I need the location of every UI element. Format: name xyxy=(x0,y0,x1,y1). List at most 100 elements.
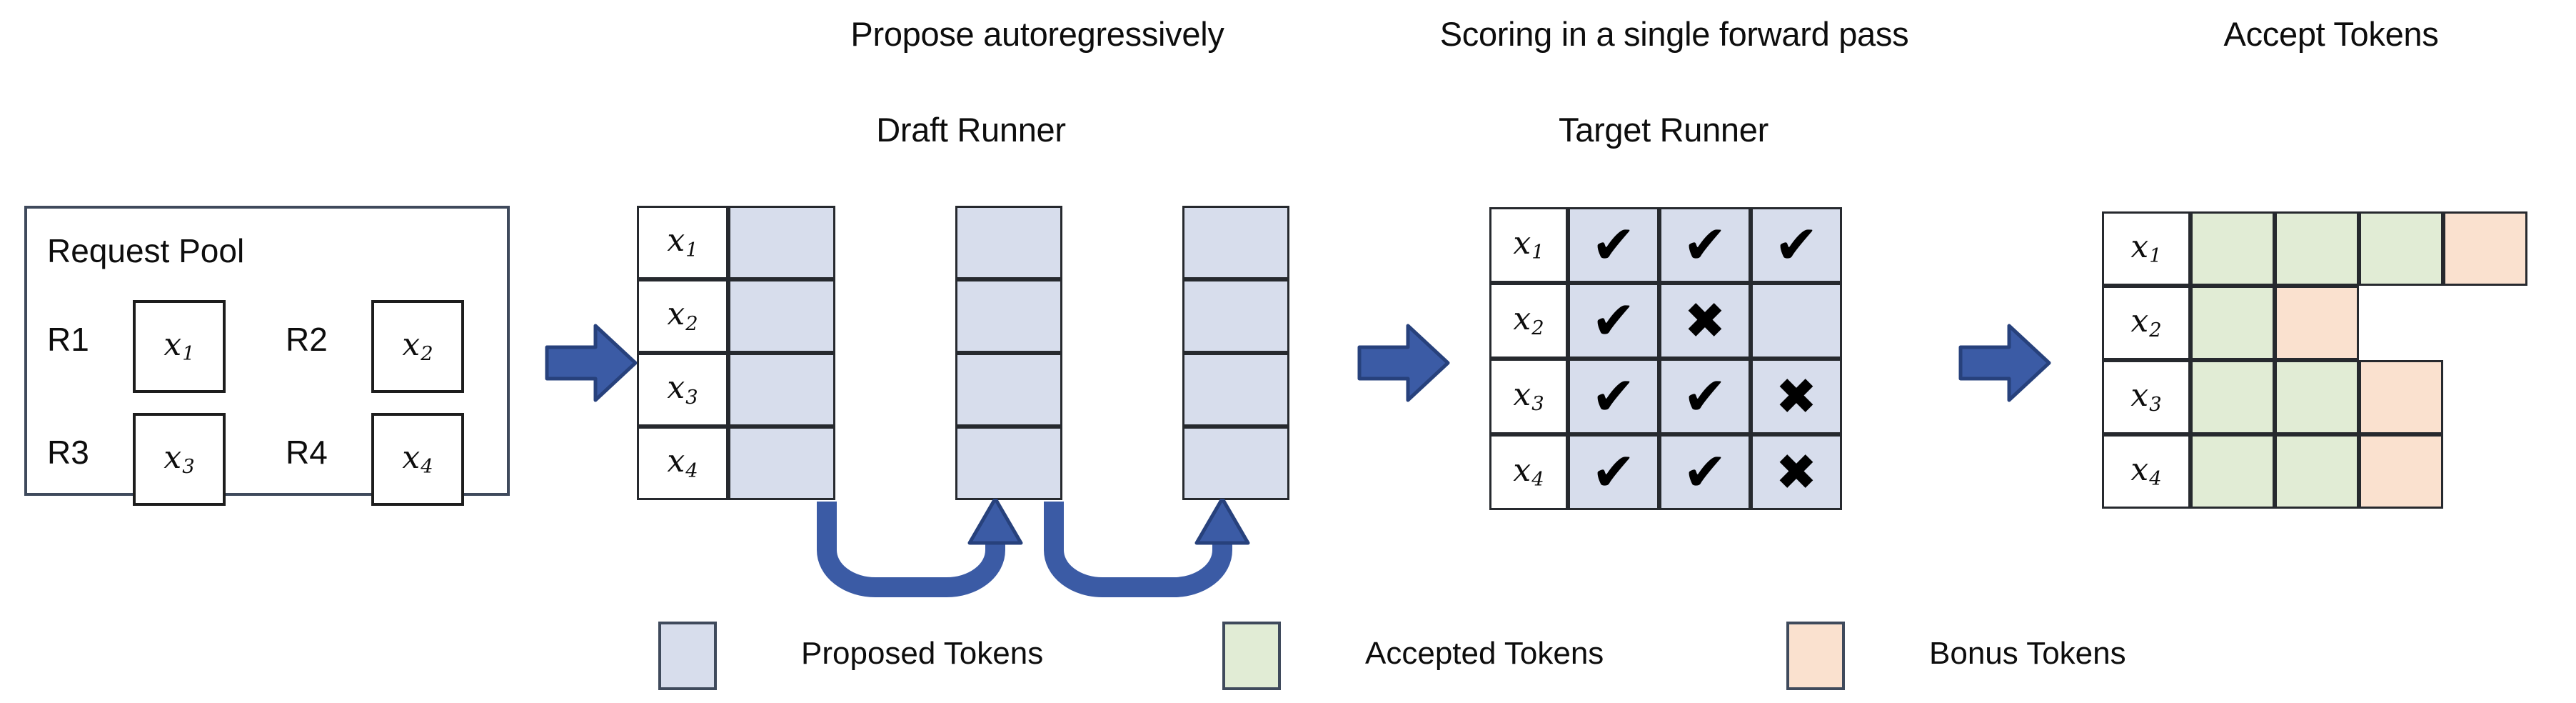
subheading-draft-runner: Draft Runner xyxy=(876,111,1066,149)
token-label: x4 xyxy=(667,443,698,482)
request-token-box-r1: x1 xyxy=(133,300,226,393)
accept-row-label-x1: x1 xyxy=(2102,211,2190,286)
target-score-r3-c2: ✔ xyxy=(1659,359,1751,434)
target-score-r4-c2: ✔ xyxy=(1659,434,1751,510)
request-token-box-r2: x2 xyxy=(371,300,464,393)
token-label: x4 xyxy=(2130,451,2162,491)
draft-cell-c2-r3 xyxy=(955,353,1062,427)
flow-arrow-pool-to-draft xyxy=(545,324,638,402)
request-token-box-r3: x3 xyxy=(133,413,226,506)
token-label: x2 xyxy=(1513,300,1544,340)
accept-row-label-x3: x3 xyxy=(2102,360,2190,434)
check-icon: ✔ xyxy=(1591,366,1636,427)
legend-swatch-proposed xyxy=(658,622,717,690)
check-icon: ✔ xyxy=(1682,442,1727,503)
cross-icon: ✖ xyxy=(1775,443,1818,502)
legend-swatch-accepted xyxy=(1222,622,1281,690)
flow-arrow-target-to-accept xyxy=(1958,324,2051,402)
accept-row-label-x2: x2 xyxy=(2102,286,2190,360)
accept-cell-r4-c3 xyxy=(2359,434,2443,509)
draft-cell-c2-r2 xyxy=(955,279,1062,353)
target-score-r2-c1: ✔ xyxy=(1568,283,1659,359)
draft-cell-c1-r1 xyxy=(728,206,835,279)
accept-cell-r3-c1 xyxy=(2190,360,2275,434)
token-label: x1 xyxy=(667,222,698,261)
legend-label-proposed: Proposed Tokens xyxy=(801,636,1044,671)
target-score-r2-c2: ✖ xyxy=(1659,283,1751,359)
legend-label-bonus: Bonus Tokens xyxy=(1929,636,2126,671)
accept-row-label-x4: x4 xyxy=(2102,434,2190,509)
target-score-r2-c3 xyxy=(1751,283,1842,359)
accept-cell-r2-c1 xyxy=(2190,286,2275,360)
target-score-r1-c3: ✔ xyxy=(1751,207,1842,283)
token-label: x2 xyxy=(667,296,698,335)
draft-cell-c3-r4 xyxy=(1182,427,1289,500)
accept-cell-r1-c1 xyxy=(2190,211,2275,286)
feedback-arrow-2 xyxy=(1044,499,1250,597)
target-score-r4-c1: ✔ xyxy=(1568,434,1659,510)
heading-scoring: Scoring in a single forward pass xyxy=(1439,15,1909,53)
heading-accept-tokens: Accept Tokens xyxy=(2223,15,2439,53)
feedback-arrow-1 xyxy=(817,499,1023,597)
draft-cell-c1-r2 xyxy=(728,279,835,353)
request-label-r3: R3 xyxy=(47,434,89,471)
accept-cell-r4-c1 xyxy=(2190,434,2275,509)
check-icon: ✔ xyxy=(1591,290,1636,352)
check-icon: ✔ xyxy=(1682,366,1727,427)
token-label: x3 xyxy=(1513,376,1544,416)
request-pool-title: Request Pool xyxy=(47,232,245,269)
target-row-label-x3: x3 xyxy=(1489,359,1568,434)
token-label: x2 xyxy=(2130,302,2162,342)
request-label-r2: R2 xyxy=(286,321,328,358)
target-score-r3-c3: ✖ xyxy=(1751,359,1842,434)
target-row-label-x1: x1 xyxy=(1489,207,1568,283)
heading-propose: Propose autoregressively xyxy=(850,15,1224,53)
target-score-r1-c2: ✔ xyxy=(1659,207,1751,283)
token-label: x4 xyxy=(402,439,433,479)
draft-cell-c3-r3 xyxy=(1182,353,1289,427)
draft-row-label-x1: x1 xyxy=(637,206,728,279)
token-label: x1 xyxy=(2130,228,2162,268)
draft-cell-c3-r1 xyxy=(1182,206,1289,279)
token-label: x3 xyxy=(2130,377,2162,417)
accept-cell-r1-c2 xyxy=(2275,211,2359,286)
accept-cell-r1-c4 xyxy=(2443,211,2527,286)
accept-cell-r3-c2 xyxy=(2275,360,2359,434)
draft-row-label-x2: x2 xyxy=(637,279,728,353)
request-label-r1: R1 xyxy=(47,321,89,358)
request-label-r4: R4 xyxy=(286,434,328,471)
cross-icon: ✖ xyxy=(1684,291,1726,350)
token-label: x2 xyxy=(402,326,433,366)
draft-row-label-x3: x3 xyxy=(637,353,728,427)
accept-cell-r4-c2 xyxy=(2275,434,2359,509)
target-score-r3-c1: ✔ xyxy=(1568,359,1659,434)
check-icon: ✔ xyxy=(1591,442,1636,503)
legend-label-accepted: Accepted Tokens xyxy=(1365,636,1604,671)
check-icon: ✔ xyxy=(1591,214,1636,276)
cross-icon: ✖ xyxy=(1775,367,1818,426)
draft-cell-c1-r3 xyxy=(728,353,835,427)
draft-cell-c1-r4 xyxy=(728,427,835,500)
token-label: x3 xyxy=(667,369,698,409)
draft-cell-c2-r1 xyxy=(955,206,1062,279)
subheading-target-runner: Target Runner xyxy=(1559,111,1769,149)
accept-cell-r2-c2 xyxy=(2275,286,2359,360)
target-row-label-x4: x4 xyxy=(1489,434,1568,510)
accept-cell-r3-c3 xyxy=(2359,360,2443,434)
request-token-box-r4: x4 xyxy=(371,413,464,506)
legend-swatch-bonus xyxy=(1786,622,1845,690)
token-label: x1 xyxy=(1513,224,1544,264)
token-label: x3 xyxy=(163,439,195,479)
check-icon: ✔ xyxy=(1682,214,1727,276)
draft-row-label-x4: x4 xyxy=(637,427,728,500)
token-label: x1 xyxy=(163,326,195,366)
target-score-r1-c1: ✔ xyxy=(1568,207,1659,283)
token-label: x4 xyxy=(1513,452,1544,492)
target-score-r4-c3: ✖ xyxy=(1751,434,1842,510)
draft-cell-c2-r4 xyxy=(955,427,1062,500)
draft-cell-c3-r2 xyxy=(1182,279,1289,353)
target-row-label-x2: x2 xyxy=(1489,283,1568,359)
accept-cell-r1-c3 xyxy=(2359,211,2443,286)
check-icon: ✔ xyxy=(1773,214,1818,276)
